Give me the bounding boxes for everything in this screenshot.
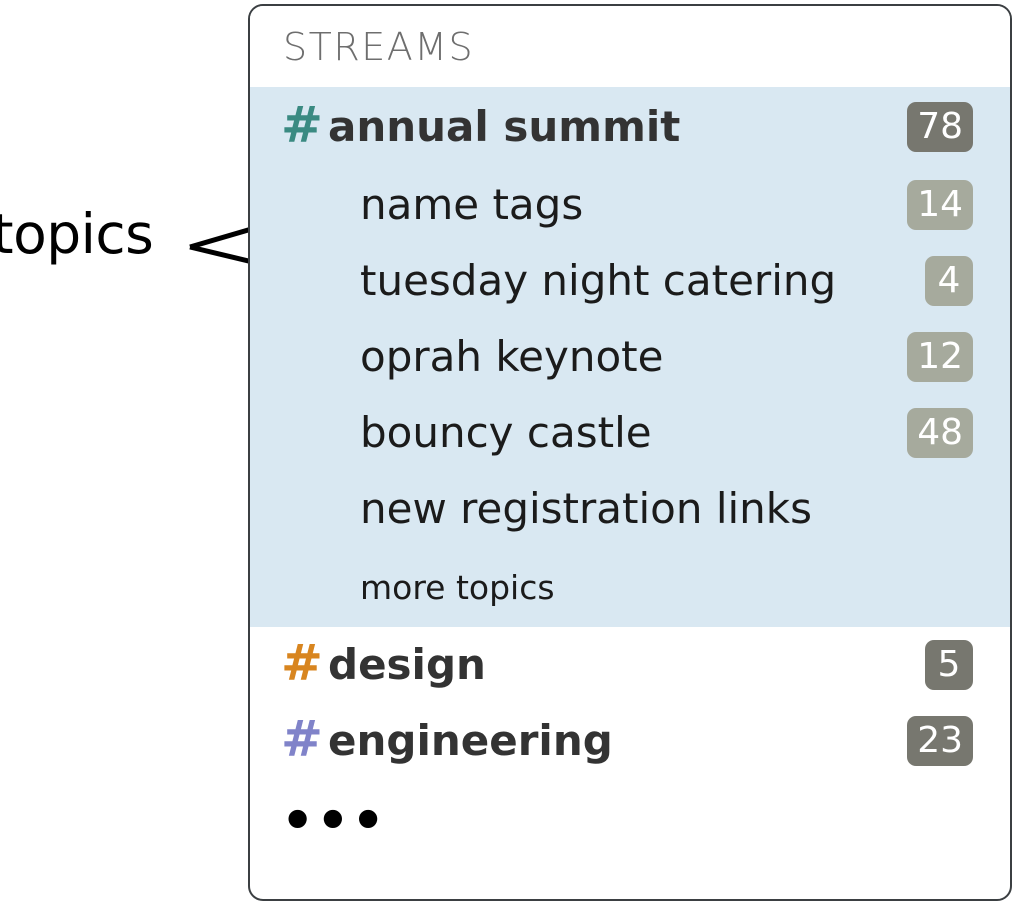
topic-unread-count-badge: 14 xyxy=(907,180,973,230)
topic-item-more-topics[interactable]: more topics xyxy=(250,547,1010,627)
hash-icon: # xyxy=(281,710,323,768)
more-streams-ellipsis[interactable]: ••• xyxy=(250,779,1010,865)
topic-item-tuesday-night-catering[interactable]: tuesday night catering 4 xyxy=(250,243,1010,319)
stream-name-label: design xyxy=(328,640,486,689)
stream-group-annual-summit: # annual summit 78 name tags 14 tuesday … xyxy=(250,87,1010,627)
topic-name-label: name tags xyxy=(360,180,584,229)
topic-item-bouncy-castle[interactable]: bouncy castle 48 xyxy=(250,395,1010,471)
topic-name-label: tuesday night catering xyxy=(360,256,837,305)
stream-name-label: engineering xyxy=(328,716,613,765)
stream-group-engineering: # engineering 23 xyxy=(250,703,1010,779)
hash-icon: # xyxy=(281,96,323,154)
sidebar-item-annual-summit[interactable]: # annual summit 78 xyxy=(250,87,1010,167)
topic-name-label: oprah keynote xyxy=(360,332,664,381)
topic-item-new-registration-links[interactable]: new registration links xyxy=(250,471,1010,547)
topic-item-oprah-keynote[interactable]: oprah keynote 12 xyxy=(250,319,1010,395)
streams-panel: STREAMS # annual summit 78 name tags 14 … xyxy=(248,4,1012,901)
hash-icon: # xyxy=(281,634,323,692)
unread-count-badge: 5 xyxy=(925,640,973,690)
ellipsis-icon: ••• xyxy=(281,791,387,852)
more-topics-label: more topics xyxy=(360,567,555,607)
topic-name-label: new registration links xyxy=(360,484,812,533)
topic-unread-count-badge: 12 xyxy=(907,332,973,382)
streams-panel-header: STREAMS xyxy=(250,6,1010,87)
unread-count-badge: 78 xyxy=(907,102,973,152)
unread-count-badge: 23 xyxy=(907,716,973,766)
topic-name-label: bouncy castle xyxy=(360,408,652,457)
stream-group-design: # design 5 xyxy=(250,627,1010,703)
sidebar-item-engineering[interactable]: # engineering 23 xyxy=(250,703,1010,779)
topic-item-name-tags[interactable]: name tags 14 xyxy=(250,167,1010,243)
topic-unread-count-badge: 4 xyxy=(925,256,973,306)
stream-name-label: annual summit xyxy=(328,102,681,151)
annotation-label-topics: topics xyxy=(0,202,154,266)
topic-unread-count-badge: 48 xyxy=(907,408,973,458)
streams-header-title: STREAMS xyxy=(283,24,475,69)
sidebar-item-design[interactable]: # design 5 xyxy=(250,627,1010,703)
